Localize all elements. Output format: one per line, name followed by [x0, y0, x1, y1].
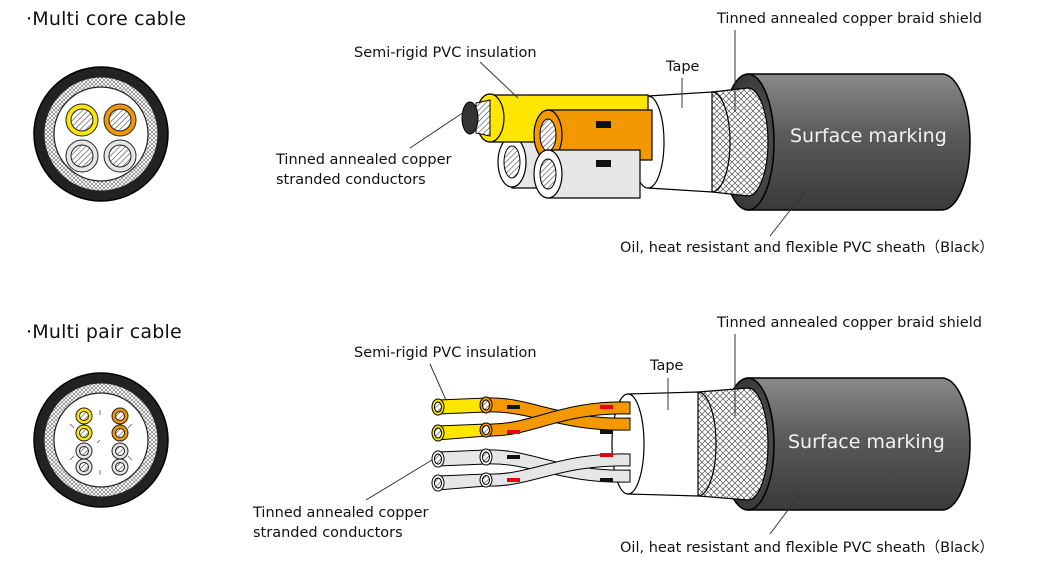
leader-line — [429, 363, 447, 401]
cross-conductor — [70, 144, 94, 168]
core-surface-marking: Surface marking — [790, 125, 947, 147]
pair-conductor — [79, 446, 89, 456]
leader-line — [409, 111, 465, 149]
conductor-end — [434, 453, 442, 465]
multi-pair-cross-section — [33, 372, 169, 508]
yellow-pair-strand — [437, 397, 487, 415]
core-tape-label: Tape — [666, 59, 700, 75]
pair-conductor-label-line1: Tinned annealed copper — [253, 505, 429, 521]
conductor-end — [434, 427, 442, 439]
core-sheath-label: Oil, heat resistant and flexible PVC she… — [620, 240, 994, 256]
conductor-end — [434, 477, 442, 489]
leader-line — [769, 493, 801, 535]
yellow-conductor-end — [461, 101, 479, 135]
multi-core-side-view: Surface marking — [409, 30, 971, 237]
conductor-end — [482, 451, 490, 463]
cross-conductor — [108, 144, 132, 168]
marker-red — [507, 430, 520, 434]
marker-black — [507, 455, 520, 459]
yellow-pair-strand — [437, 423, 487, 441]
pair-conductor — [115, 462, 125, 472]
marker-red — [600, 453, 613, 457]
pair-conductor — [115, 411, 125, 421]
multi-core-title: ·Multi core cable — [26, 8, 187, 30]
pair-braid-label: Tinned annealed copper braid shield — [717, 315, 982, 331]
pair-sheath-label: Oil, heat resistant and flexible PVC she… — [620, 540, 994, 556]
outer-sheath — [747, 377, 971, 511]
white-core-back-conductor — [503, 145, 521, 179]
cross-tape — [53, 392, 149, 488]
white-marker — [596, 160, 611, 167]
conductor-end — [482, 475, 490, 485]
core-insulation-label: Semi-rigid PVC insulation — [354, 45, 537, 61]
leader-line — [365, 459, 433, 501]
cross-tape — [53, 86, 149, 182]
pair-conductor — [79, 462, 89, 472]
conductor-end — [482, 399, 490, 411]
multi-pair-side-view: Surface marking — [365, 334, 971, 535]
marker-black — [507, 405, 520, 409]
white-pair-strand — [485, 453, 631, 487]
marker-red — [507, 478, 520, 482]
core-conductor-label-line1: Tinned annealed copper — [276, 152, 452, 168]
white-core-front-conductor — [539, 158, 557, 190]
white-pair-strand — [437, 473, 487, 491]
marker-black — [600, 430, 613, 434]
filler-strands — [69, 410, 133, 475]
outer-sheath — [747, 73, 971, 211]
multi-core-cross-section — [33, 66, 169, 202]
marker-black — [600, 478, 613, 482]
orange-marker — [596, 121, 611, 128]
pair-conductor — [79, 411, 89, 421]
cross-conductor — [70, 108, 94, 132]
orange-conductor — [539, 118, 557, 152]
cross-conductor — [108, 108, 132, 132]
braid-shield — [697, 387, 769, 501]
multi-pair-title: ·Multi pair cable — [26, 321, 182, 343]
pair-conductor — [79, 428, 89, 438]
core-conductor-label-line2: stranded conductors — [276, 172, 426, 188]
marker-red — [600, 405, 613, 409]
pair-conductor — [115, 446, 125, 456]
pair-conductor — [115, 428, 125, 438]
pair-tape-label: Tape — [650, 358, 684, 374]
conductor-end — [482, 425, 490, 435]
pair-conductor-label-line2: stranded conductors — [253, 525, 403, 541]
conductor-end — [434, 401, 442, 413]
pair-conductor-label: Tinned annealed copper stranded conducto… — [253, 503, 429, 543]
pair-insulation-label: Semi-rigid PVC insulation — [354, 345, 537, 361]
pair-surface-marking: Surface marking — [788, 431, 945, 453]
leader-line — [769, 189, 807, 237]
leader-line — [479, 61, 519, 99]
core-braid-label: Tinned annealed copper braid shield — [717, 11, 982, 27]
white-pair-strand — [437, 449, 487, 467]
core-conductor-label: Tinned annealed copper stranded conducto… — [276, 150, 452, 190]
